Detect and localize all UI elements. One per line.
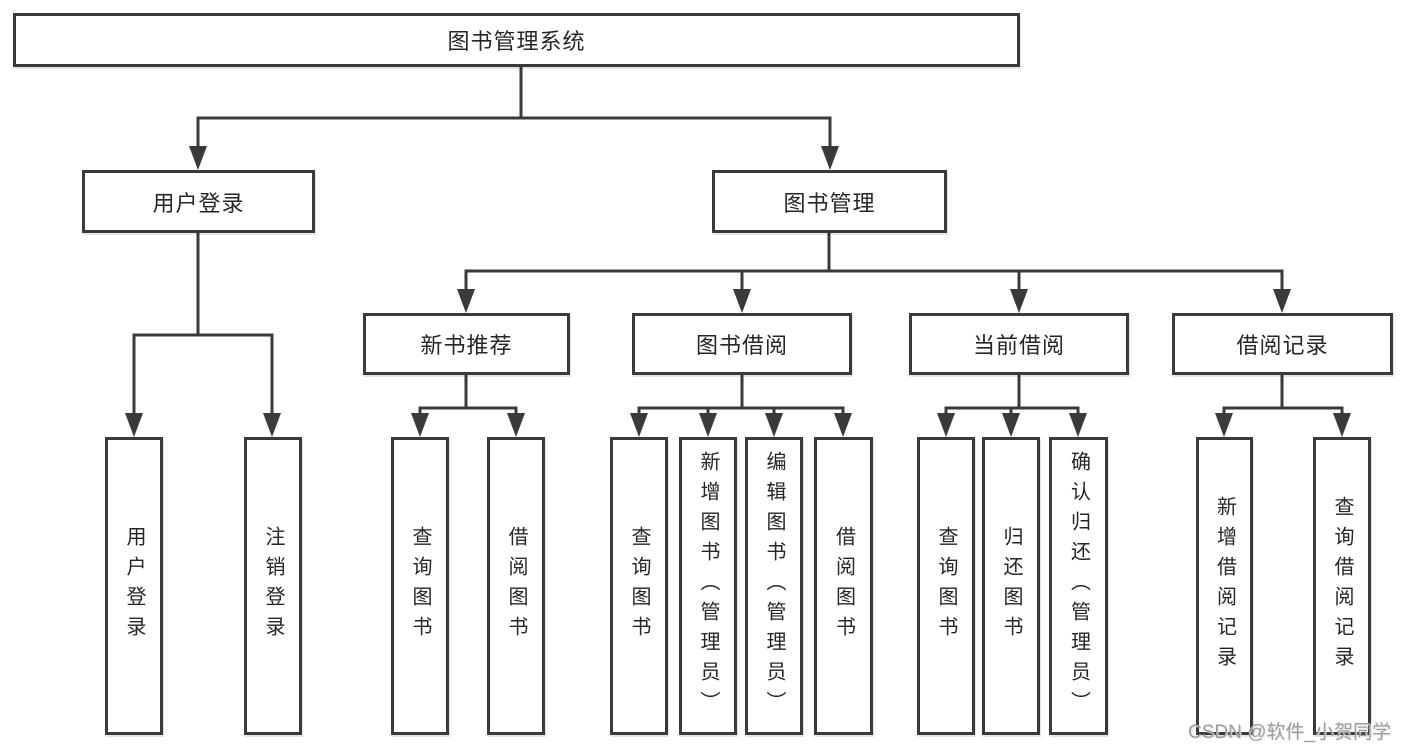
- leaf-query-books-borrow: 查询图书: [610, 437, 668, 735]
- arrowheads: [125, 146, 1351, 437]
- leaf-borrow-books: 借阅图书: [814, 437, 873, 735]
- arrow-down-icon: [189, 146, 207, 170]
- leaf-borrow-books-recommend: 借阅图书: [487, 437, 545, 735]
- node-book-borrow: 图书借阅: [632, 313, 852, 375]
- node-book-management: 图书管理: [712, 170, 947, 233]
- leaf-return-books: 归还图书: [982, 437, 1040, 735]
- leaf-add-books-admin: 新增图书（管理员）: [679, 437, 737, 735]
- arrow-down-icon: [125, 413, 143, 437]
- connector-root-to-level2: [196, 62, 832, 152]
- csdn-watermark: CSDN @软件_小贺同学: [1188, 722, 1391, 743]
- leaf-query-borrow-record: 查询借阅记录: [1313, 437, 1371, 735]
- arrow-down-icon: [1333, 413, 1351, 437]
- arrow-down-icon: [457, 289, 475, 313]
- node-current-borrow: 当前借阅: [909, 313, 1129, 375]
- node-root-system: 图书管理系统: [13, 13, 1020, 67]
- node-new-book-recommend: 新书推荐: [363, 313, 570, 375]
- leaf-user-login: 用户登录: [105, 437, 163, 735]
- leaf-confirm-return-admin: 确认归还（管理员）: [1049, 437, 1108, 735]
- leaf-query-books-current: 查询图书: [917, 437, 975, 735]
- leaf-query-books-recommend: 查询图书: [391, 437, 449, 735]
- arrow-down-icon: [834, 413, 852, 437]
- connector-recommend-branch: [418, 371, 518, 419]
- arrow-down-icon: [1069, 413, 1087, 437]
- arrow-down-icon: [1273, 289, 1291, 313]
- connector-management-to-level3: [464, 229, 1284, 297]
- connector-login-branch: [132, 229, 274, 419]
- arrow-down-icon: [1010, 289, 1028, 313]
- arrow-down-icon: [630, 413, 648, 437]
- connector-records-branch: [1222, 373, 1344, 419]
- node-user-login: 用户登录: [82, 170, 315, 233]
- node-borrow-records: 借阅记录: [1172, 313, 1393, 375]
- arrow-down-icon: [937, 413, 955, 437]
- arrow-down-icon: [1215, 413, 1233, 437]
- connector-current-branch: [944, 371, 1080, 419]
- connector-borrow-branch: [637, 371, 845, 419]
- arrow-down-icon: [1002, 413, 1020, 437]
- arrow-down-icon: [821, 146, 839, 170]
- arrow-down-icon: [765, 413, 783, 437]
- arrow-down-icon: [411, 413, 429, 437]
- leaf-logout: 注销登录: [244, 437, 302, 735]
- arrow-down-icon: [263, 413, 281, 437]
- arrow-down-icon: [699, 413, 717, 437]
- arrow-down-icon: [733, 289, 751, 313]
- arrow-down-icon: [507, 413, 525, 437]
- leaf-edit-books-admin: 编辑图书（管理员）: [745, 437, 803, 735]
- leaf-add-borrow-record: 新增借阅记录: [1196, 437, 1253, 735]
